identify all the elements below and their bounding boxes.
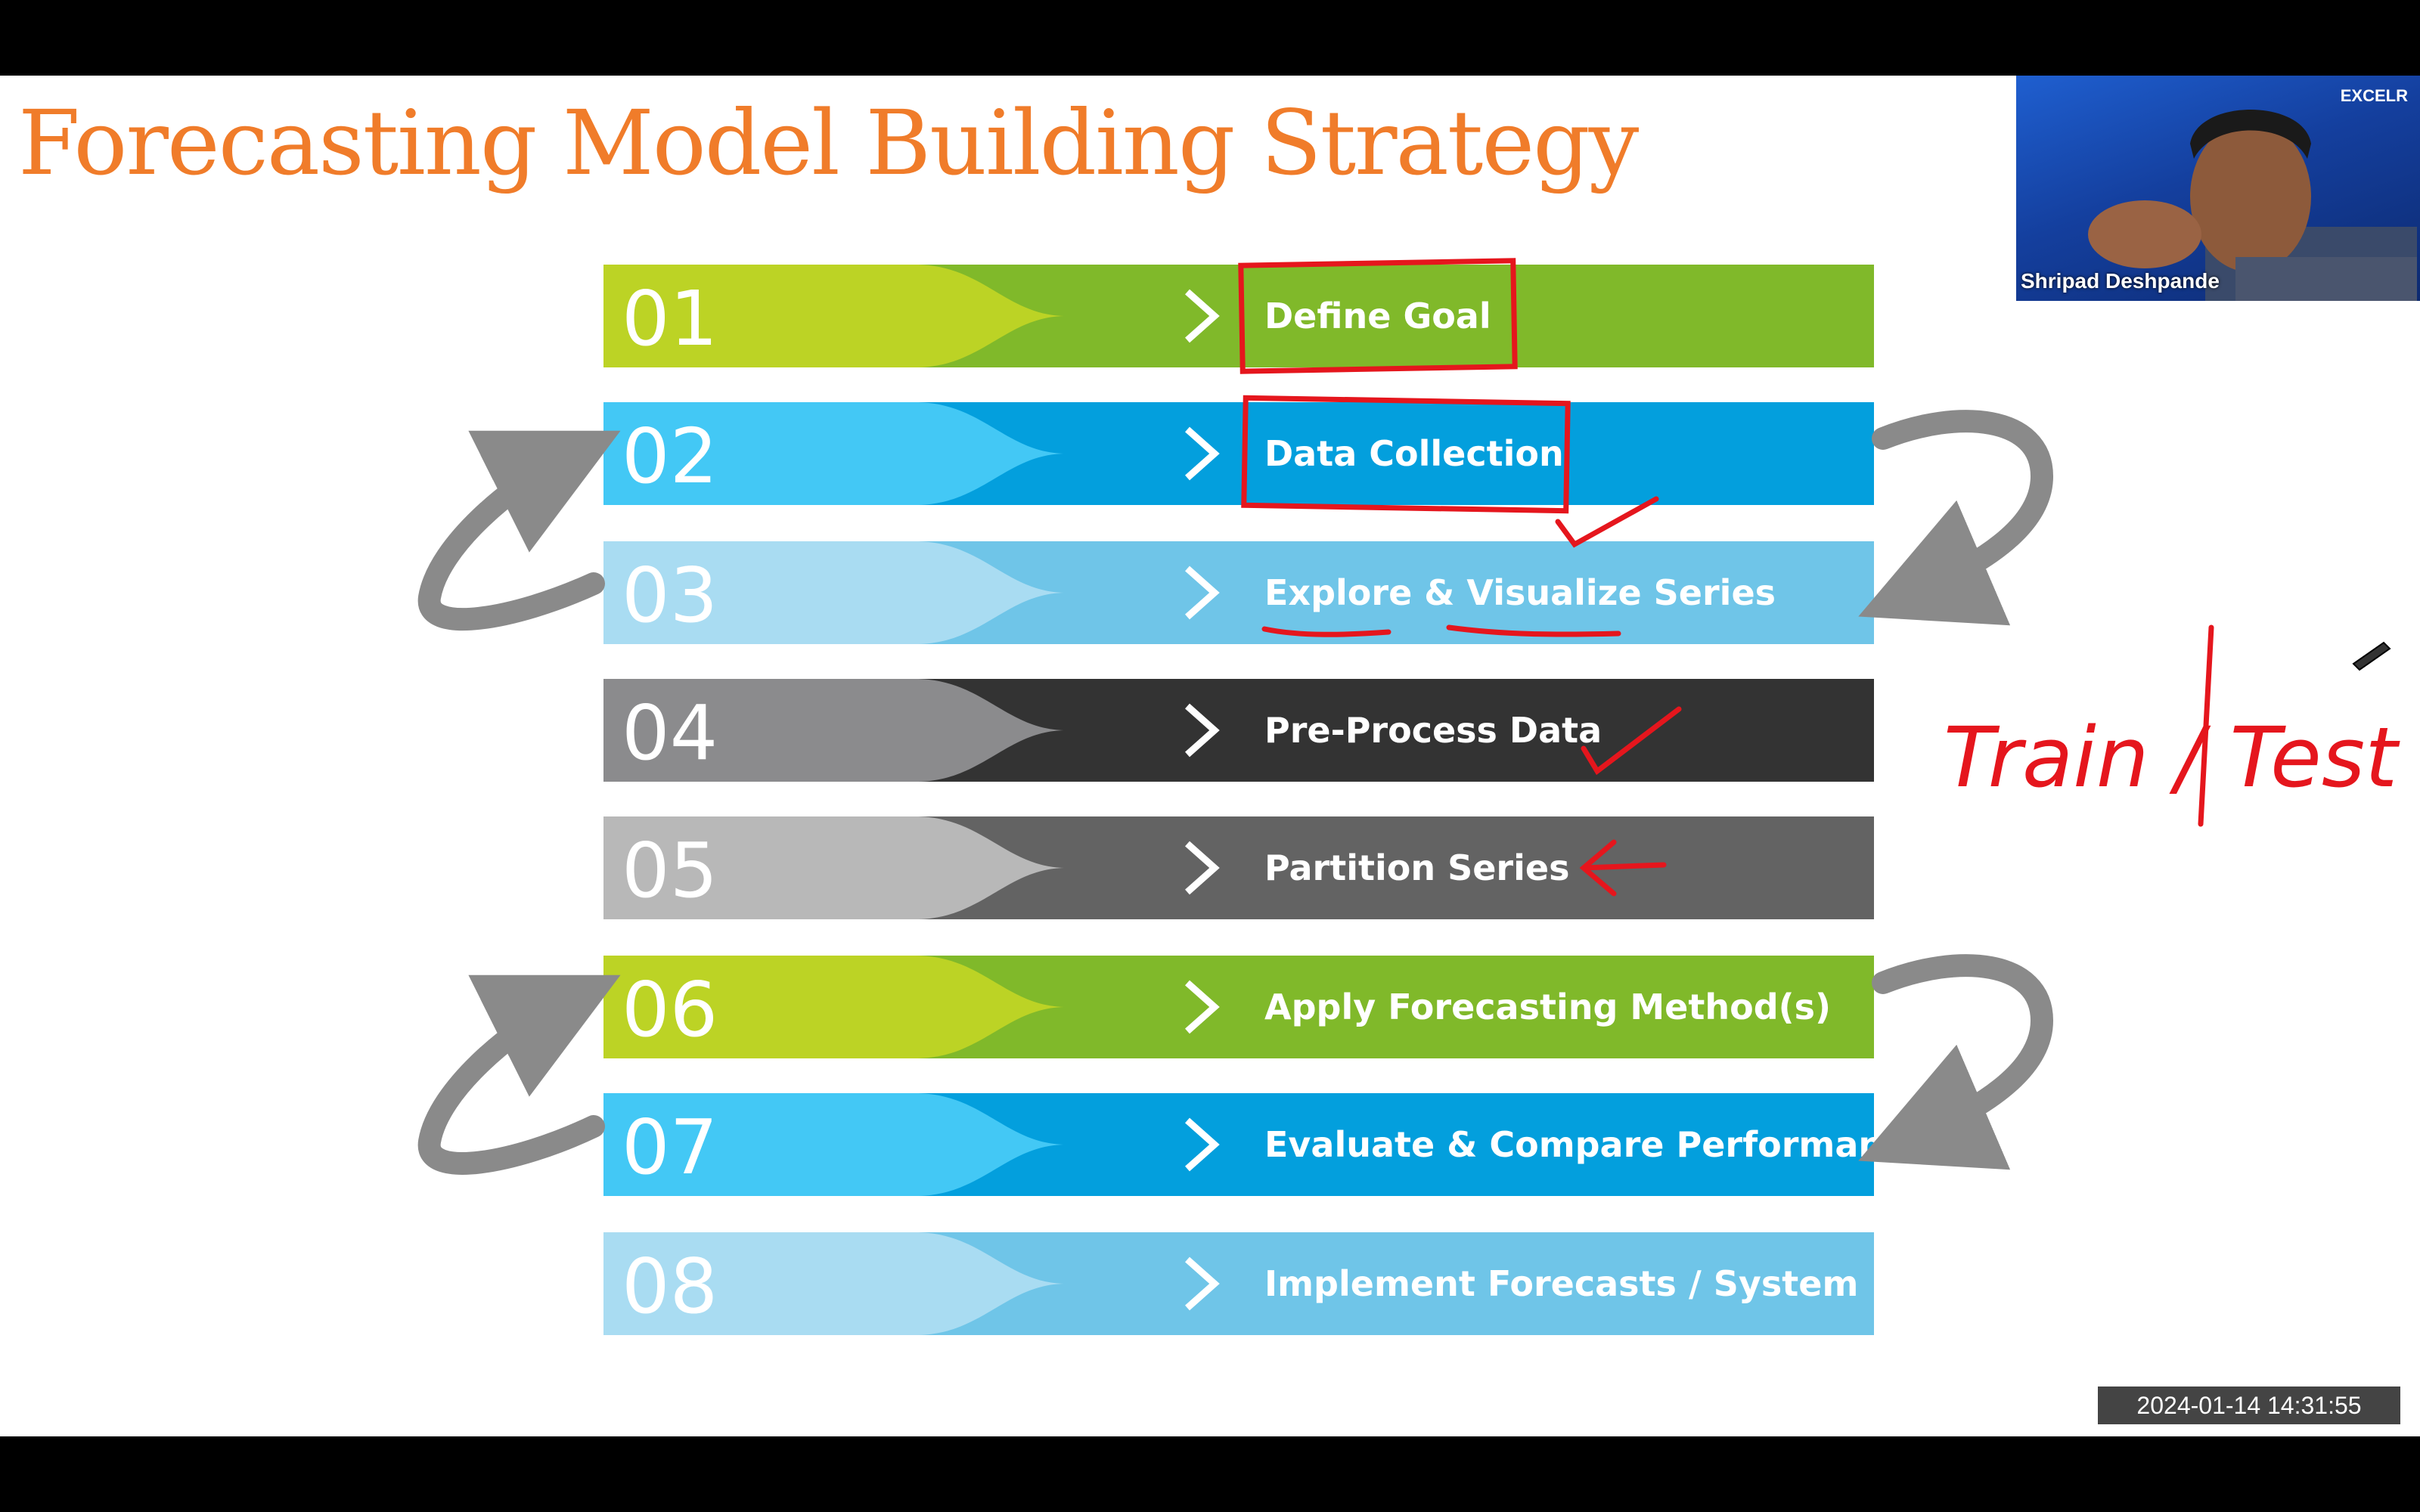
pen-cursor-icon [2352, 641, 2391, 671]
loop-arrow-right-bottom [1858, 954, 2054, 1170]
participant-name: Shripad Deshpande [2021, 269, 2220, 293]
annotation-underline-explore [1261, 626, 1392, 637]
loop-arrow-left-top [417, 430, 621, 631]
step-label: Explore & Visualize Series [1264, 572, 1776, 613]
steps-diagram: 01 Define Goal 02 Data Collection 03 Exp… [417, 258, 2400, 1335]
loop-arrow-right-top [1858, 410, 2054, 626]
annotation-check-data-collection [1555, 496, 1659, 548]
annotation-train-test: Train / Test [1944, 709, 2400, 806]
annotation-underline-visualize [1446, 624, 1621, 637]
step-label: Define Goal [1264, 296, 1491, 336]
step-number: 04 [622, 689, 718, 777]
step-03: 03 Explore & Visualize Series [603, 541, 1874, 644]
step-08: 08 Implement Forecasts / System [603, 1232, 1874, 1335]
step-label: Apply Forecasting Method(s) [1264, 987, 1831, 1027]
loop-arrow-left-bottom [417, 974, 621, 1175]
annotation-arrow-partition [1579, 839, 1667, 897]
participant-video [2088, 110, 2417, 301]
step-label: Evaluate & Compare Performance [1264, 1124, 1928, 1165]
slide: 01 Define Goal 02 Data Collection 03 Exp… [0, 76, 2420, 1436]
step-label: Partition Series [1264, 847, 1569, 888]
step-02: 02 Data Collection [603, 402, 1874, 505]
step-number: 03 [622, 551, 718, 640]
webcam-tile[interactable]: EXCELR Shripad Deshpande [2016, 76, 2420, 301]
step-05: 05 Partition Series [603, 816, 1874, 919]
step-07: 07 Evaluate & Compare Performance [603, 1093, 1928, 1196]
step-label: Pre-Process Data [1264, 710, 1602, 751]
step-number: 02 [622, 412, 718, 500]
pen-annotations [1238, 258, 2214, 897]
step-label: Implement Forecasts / System [1264, 1263, 1858, 1304]
annotation-box-define-goal [1238, 258, 1518, 374]
annotation-box-data-collection [1241, 395, 1571, 514]
step-number: 01 [622, 274, 718, 363]
timestamp-label: 2024-01-14 14:31:55 [2098, 1387, 2400, 1424]
annotation-slash [2198, 624, 2214, 827]
step-label: Data Collection [1264, 433, 1564, 474]
step-number: 08 [622, 1242, 718, 1331]
annotation-check-preprocess [1581, 706, 1682, 776]
slide-title: Forecasting Model Building Strategy [18, 91, 1639, 195]
step-number: 05 [622, 826, 718, 915]
step-number: 07 [622, 1103, 718, 1191]
step-06: 06 Apply Forecasting Method(s) [603, 956, 1874, 1058]
step-number: 06 [622, 965, 718, 1054]
step-04: 04 Pre-Process Data [603, 679, 1874, 782]
excelr-logo: EXCELR [2340, 86, 2408, 105]
